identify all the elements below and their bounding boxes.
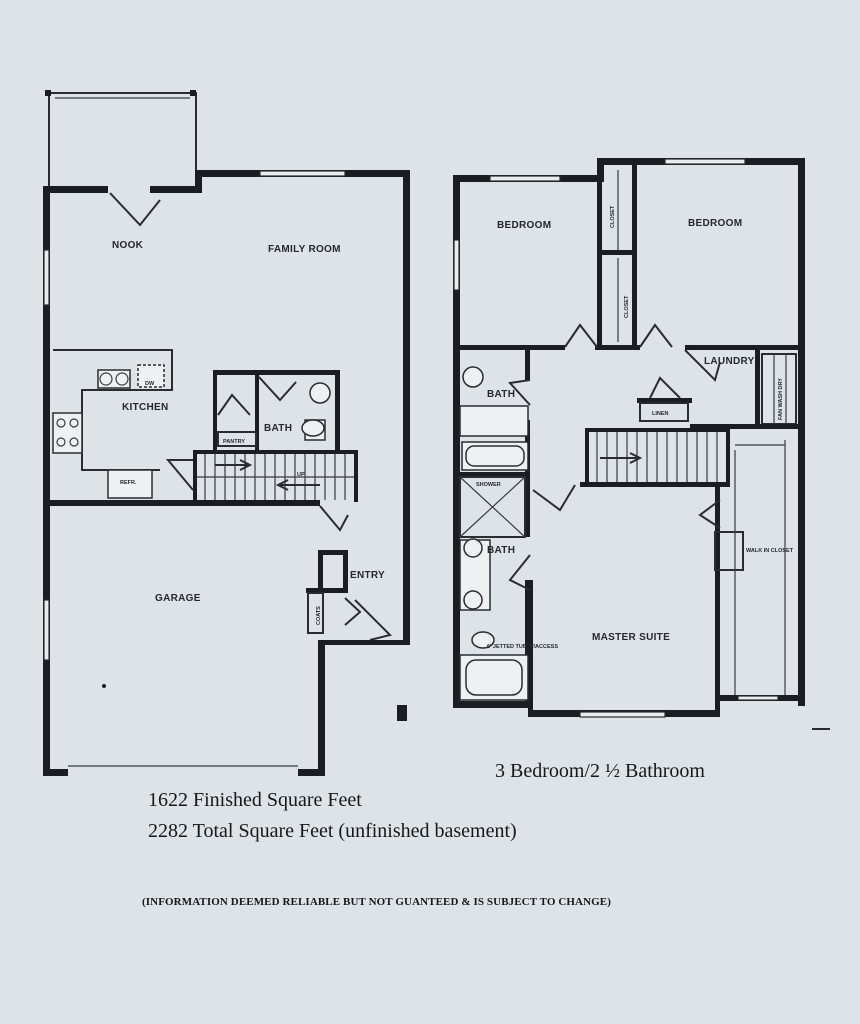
label-family-room: FAMILY ROOM [268,244,341,255]
refrigerator [107,469,153,499]
total-square-feet: 2282 Total Square Feet (unfinished basem… [148,820,517,842]
label-tub-note: 6' JETTED TUB W/ACCESS [487,644,558,650]
label-dw: DW [145,381,155,387]
label-bedroom-2: BEDROOM [688,218,742,229]
label-entry: ENTRY [350,570,385,581]
upper-wall-right [798,158,805,706]
label-refr: REFR. [120,480,137,486]
main-wall-left [43,186,50,776]
label-laundry: LAUNDRY [704,356,755,367]
label-up: UP [297,472,305,478]
label-closet-1: CLOSET [610,205,616,228]
label-fan-wash-dry: FAN WASH DRY [778,378,784,420]
label-bedroom-1: BEDROOM [497,220,551,231]
kitchen-counter [53,349,173,471]
bedroom-bathroom-count: 3 Bedroom/2 ½ Bathroom [495,760,705,782]
main-wall-right [403,170,410,640]
label-garage: GARAGE [155,593,201,604]
label-pantry: PANTRY [223,439,245,445]
label-closet-2: CLOSET [624,295,630,318]
label-linen: LINEN [652,411,669,417]
label-walk-in-closet: WALK IN CLOSET [746,548,794,554]
stair-treads [197,454,354,500]
disclaimer: (INFORMATION DEEMED RELIABLE BUT NOT GUA… [142,896,611,908]
label-shower: SHOWER [476,482,501,488]
sink [97,369,131,389]
label-bath-main: BATH [264,423,292,434]
cooktop [52,412,83,454]
main-floor-plan: NOOK FAMILY ROOM KITCHEN DW REFR. PANTRY… [43,90,410,776]
label-master-suite: MASTER SUITE [592,632,670,643]
label-bath-upper-1: BATH [487,389,515,400]
deck-outline [48,92,197,186]
label-kitchen: KITCHEN [122,402,169,413]
upper-floor-plan: BEDROOM BEDROOM CLOSET CLOSET LAUNDRY FA… [453,158,830,730]
label-coats: COATS [316,606,322,625]
label-bath-upper-2: BATH [487,545,515,556]
finished-square-feet: 1622 Finished Square Feet [148,789,362,811]
label-nook: NOOK [112,240,144,251]
